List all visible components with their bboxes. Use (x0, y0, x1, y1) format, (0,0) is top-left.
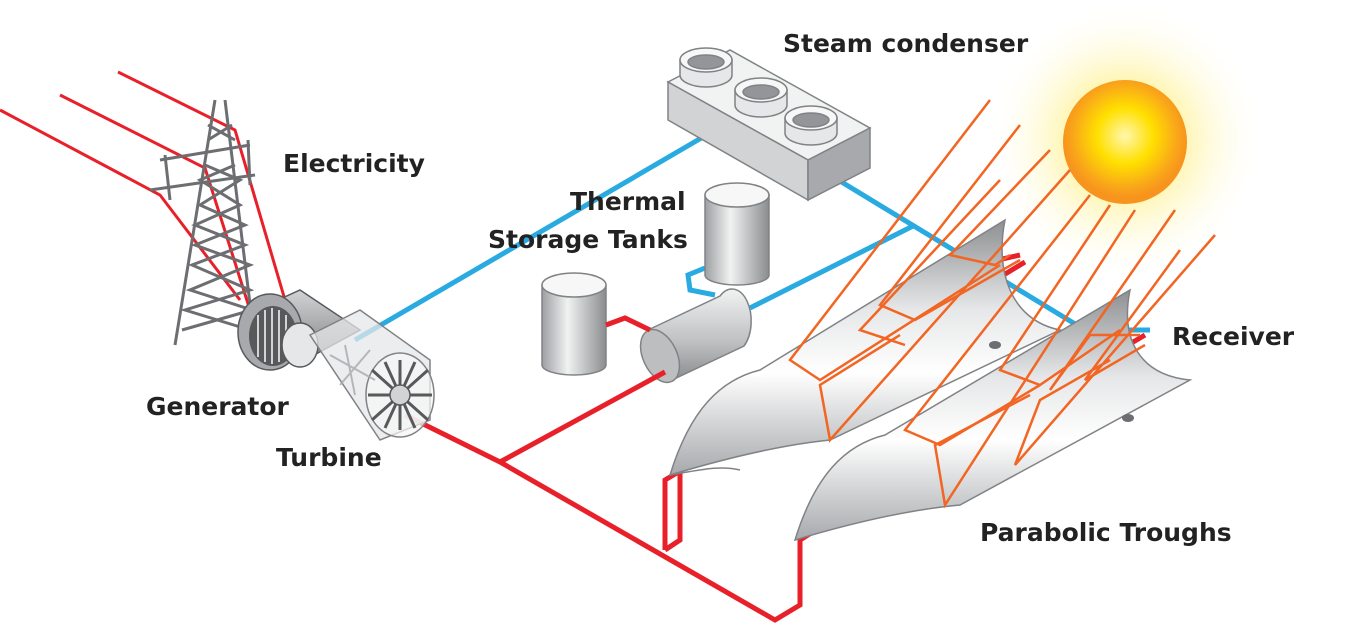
generator-label: Generator (146, 392, 290, 421)
sun-icon (985, 0, 1265, 280)
sun-rays (788, 99, 1216, 509)
turbine-label: Turbine (276, 443, 382, 472)
steam-condenser-label: Steam condenser (783, 29, 1029, 58)
steam-condenser-icon (666, 47, 872, 202)
electricity-label: Electricity (283, 149, 425, 178)
turbine-icon (308, 309, 435, 441)
thermal-storage-label-line2: Storage Tanks (488, 225, 688, 254)
storage-tank-icon (541, 182, 770, 384)
thermal-storage-label-line1: Thermal (570, 187, 686, 216)
transmission-tower-icon (0, 70, 287, 346)
parabolic-troughs-label: Parabolic Troughs (980, 518, 1232, 547)
receiver-label: Receiver (1172, 322, 1295, 351)
